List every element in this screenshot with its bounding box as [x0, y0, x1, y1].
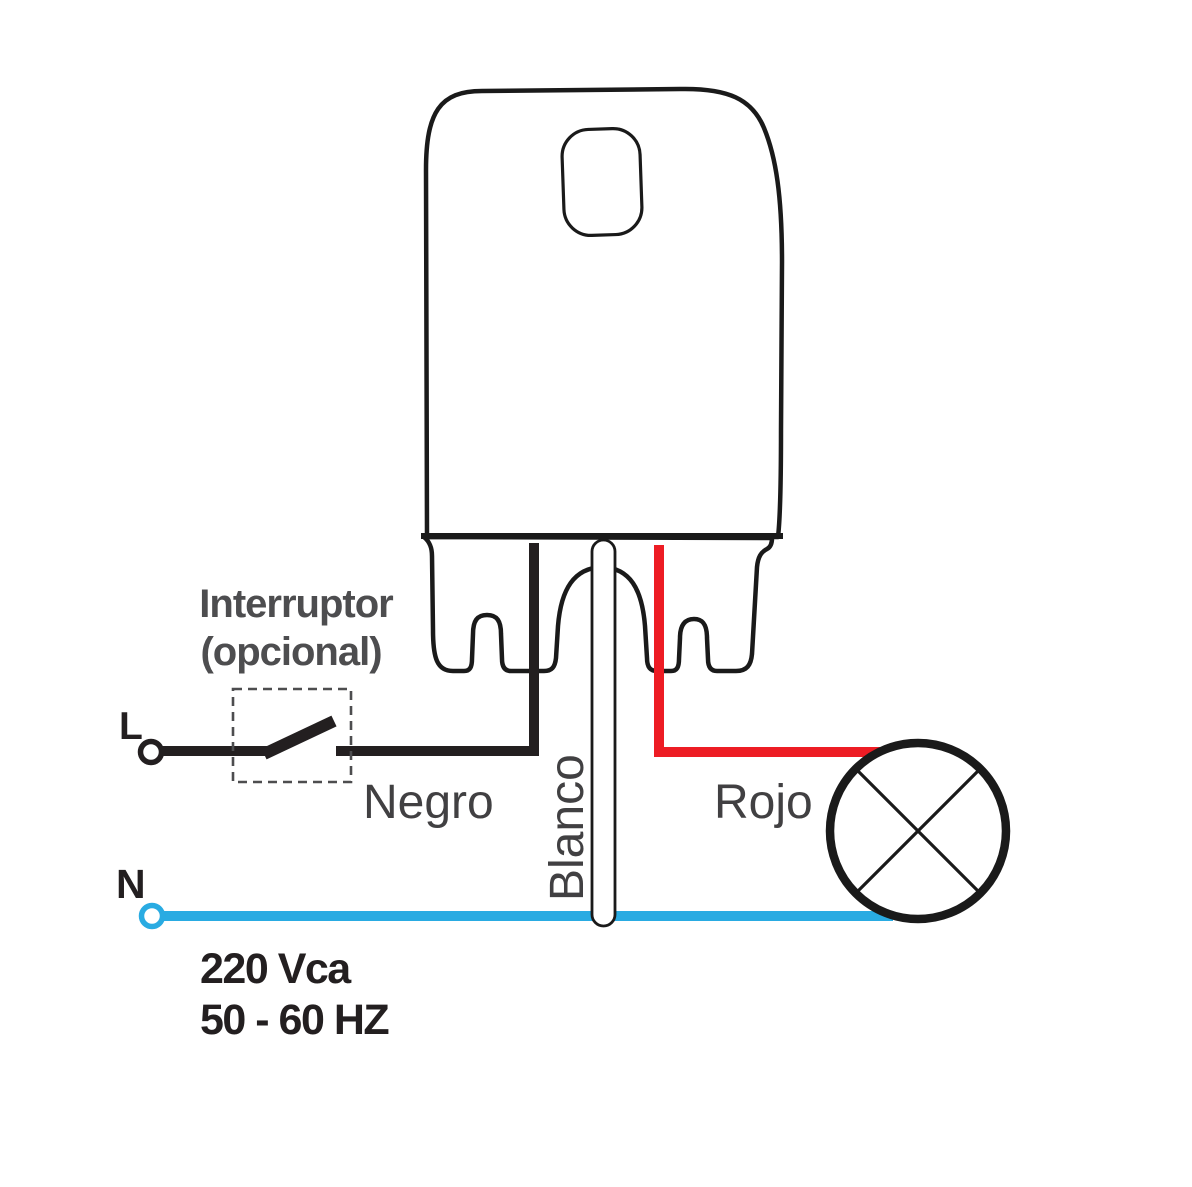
- red-wire: [654, 545, 880, 757]
- blanco-wire-label: Blanco: [541, 754, 594, 901]
- terminal-n: [138, 902, 166, 930]
- black-wire: [336, 543, 539, 756]
- white-wire: [590, 538, 617, 928]
- voltage-label: 220 Vca: [200, 945, 352, 993]
- rojo-wire-label: Rojo: [714, 776, 813, 829]
- cord-grip-base: [421, 534, 775, 674]
- switch-dashed-box: [231, 687, 353, 784]
- photocell-window: [560, 126, 644, 238]
- switch-blade: [261, 715, 337, 760]
- switch-label-line2: (opcional): [200, 630, 381, 674]
- l-terminal-label: L: [119, 705, 143, 748]
- n-terminal-label: N: [116, 861, 146, 907]
- negro-wire-label: Negro: [363, 776, 494, 829]
- terminal-l: [137, 738, 165, 766]
- lamp-cross-line-2: [854, 767, 982, 895]
- photocell-body: [423, 86, 785, 540]
- frequency-label: 50 - 60 HZ: [200, 996, 389, 1044]
- switch-label-line1: Interruptor: [199, 582, 393, 626]
